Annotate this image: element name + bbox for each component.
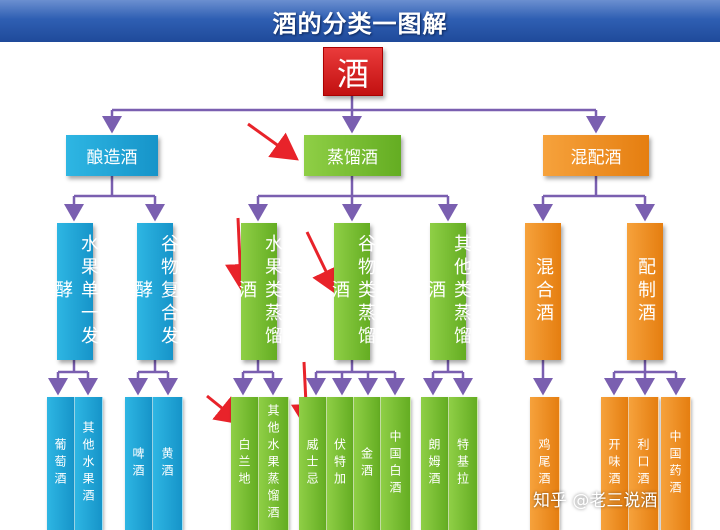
- leaf-other-fruit-wine-label: 其他水果酒: [81, 421, 95, 506]
- node-fruit-distill-label: 水果类蒸馏酒: [236, 234, 283, 349]
- leaf-beer-label: 啤酒: [131, 446, 145, 481]
- leaf-beer: 啤酒: [125, 397, 153, 530]
- node-grain-brew: 谷物复合发酵: [132, 223, 179, 360]
- leaf-chinese-baijiu-label: 中国白酒: [388, 429, 402, 498]
- page-title: 酒的分类一图解: [272, 9, 448, 38]
- root-node: 酒: [323, 47, 383, 96]
- node-brewed-label: 酿造酒: [86, 148, 138, 168]
- leaf-rum: 朗姆酒: [421, 397, 449, 530]
- node-other-distill-label: 其他类蒸馏酒: [425, 234, 472, 349]
- leaf-tequila: 特基拉: [449, 397, 478, 530]
- leaf-gin-label: 金酒: [359, 446, 374, 481]
- leaf-brandy-label: 白兰地: [237, 438, 251, 489]
- leaf-liqueur: 利口酒: [629, 397, 659, 530]
- leaf-cocktail-label: 鸡尾酒: [537, 438, 551, 489]
- node-distilled: 蒸馏酒: [304, 135, 401, 176]
- leaf-yellow-wine: 黄酒: [153, 397, 183, 530]
- leaf-whisky-label: 威士忌: [305, 438, 319, 489]
- node-fruit-distill: 水果类蒸馏酒: [236, 223, 283, 360]
- node-prepared-label: 配制酒: [635, 257, 656, 326]
- leaf-grape-wine-label: 葡萄酒: [53, 438, 67, 489]
- node-prepared: 配制酒: [627, 223, 663, 360]
- leaf-cocktail: 鸡尾酒: [530, 397, 560, 530]
- node-grain-brew-label: 谷物复合发酵: [132, 234, 179, 349]
- title-banner: 酒的分类一图解: [0, 0, 720, 42]
- leaf-brandy: 白兰地: [231, 397, 259, 530]
- leaf-other-fruit-wine: 其他水果酒: [75, 397, 103, 530]
- leaf-grape-wine: 葡萄酒: [47, 397, 75, 530]
- leaf-gin: 金酒: [354, 397, 381, 530]
- node-blended-label: 混配酒: [570, 148, 622, 168]
- leaf-other-fruit-spirits: 其他水果蒸馏酒: [259, 397, 289, 530]
- node-grain-distill-label: 谷物类蒸馏酒: [329, 234, 376, 349]
- leaf-chinese-medicinal: 中国药酒: [661, 397, 691, 530]
- leaf-vodka-label: 伏特加: [332, 438, 347, 489]
- leaf-whisky: 威士忌: [299, 397, 327, 530]
- leaf-chinese-baijiu: 中国白酒: [381, 397, 411, 530]
- leaf-rum-label: 朗姆酒: [427, 438, 441, 489]
- leaf-other-fruit-spirits-label: 其他水果蒸馏酒: [266, 404, 280, 523]
- leaf-tequila-label: 特基拉: [455, 438, 470, 489]
- node-blended: 混配酒: [543, 135, 649, 176]
- node-fruit-brew-label: 水果单一发酵: [52, 234, 99, 349]
- node-brewed: 酿造酒: [66, 135, 158, 176]
- node-other-distill: 其他类蒸馏酒: [425, 223, 472, 360]
- node-mixed-label: 混合酒: [533, 257, 554, 326]
- root-label: 酒: [336, 54, 369, 93]
- node-distilled-label: 蒸馏酒: [327, 148, 378, 168]
- node-mixed: 混合酒: [525, 223, 561, 360]
- node-fruit-brew: 水果单一发酵: [52, 223, 99, 360]
- leaf-liqueur-label: 利口酒: [636, 438, 650, 489]
- leaf-aperitif-label: 开味酒: [607, 438, 621, 489]
- leaf-vodka: 伏特加: [327, 397, 354, 530]
- watermark: 知乎 @老三说酒: [533, 491, 658, 511]
- leaf-aperitif: 开味酒: [601, 397, 629, 530]
- leaf-yellow-wine-label: 黄酒: [160, 446, 174, 481]
- leaf-chinese-medicinal-label: 中国药酒: [668, 429, 682, 498]
- node-grain-distill: 谷物类蒸馏酒: [329, 223, 376, 360]
